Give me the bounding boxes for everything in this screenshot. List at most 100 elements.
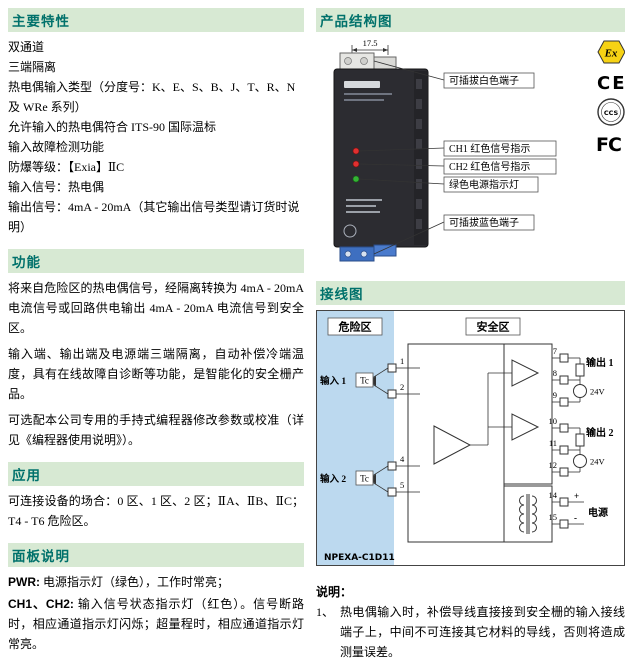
feature-item: 双通道	[8, 40, 45, 54]
tc-label-2: Tc	[360, 474, 369, 484]
terminal-15: 15	[549, 512, 558, 522]
output2-label: 输出 2	[586, 426, 614, 439]
device-body	[333, 68, 429, 248]
load-resistor-2	[575, 433, 585, 447]
v24-label-2: 24V	[590, 457, 606, 467]
input-stage-block	[407, 343, 505, 543]
model-number: NPEXA-C1D11	[324, 553, 395, 563]
supply-24v-1	[573, 384, 587, 398]
function-header: 功能	[8, 249, 304, 273]
ch-label: CH1、CH2:	[8, 597, 74, 611]
structure-header: 产品结构图	[316, 8, 625, 32]
certification-marks: Ex CE CCS FC	[596, 40, 626, 156]
feature-item: 输入信号：热电偶	[8, 180, 105, 194]
feature-item: 防爆等级：【Exia】ⅡC	[8, 160, 125, 174]
led-pwr	[352, 175, 360, 183]
v24-label-1: 24V	[590, 387, 606, 397]
ex-mark-label: Ex	[604, 48, 618, 60]
led-ch1	[352, 147, 360, 155]
ccs-mark-label: CCS	[604, 109, 619, 117]
device-brand-print	[344, 81, 380, 88]
terminal-12: 12	[549, 460, 558, 470]
feature-item: 三端隔离	[8, 60, 57, 74]
application-header: 应用	[8, 462, 304, 486]
callout-ch1-led: CH1 红色信号指示	[449, 142, 530, 155]
terminal-9: 9	[553, 390, 557, 400]
section-application: 应用 可连接设备的场合：0 区、1 区、2 区；ⅡA、ⅡB、ⅡC；T4 - T6…	[8, 462, 304, 531]
terminal-14: 14	[549, 490, 558, 500]
hazard-zone-area	[317, 311, 394, 565]
safe-zone-label: 安全区	[477, 320, 510, 334]
load-resistor-1	[575, 363, 585, 377]
internal-wires	[408, 367, 512, 493]
left-column: 主要特性 双通道 三端隔离 热电偶输入类型（分度号：K、E、S、B、J、T、R、…	[8, 8, 304, 658]
function-paragraph: 输入端、输出端及电源端三端隔离，自动补偿冷端温度，具有在线故障自诊断等功能，是智…	[8, 347, 304, 401]
pwr-label: PWR:	[8, 575, 40, 589]
input-terminals: 1 2 Tc 输入 1 4 5	[320, 356, 408, 497]
features-list: 双通道 三端隔离 热电偶输入类型（分度号：K、E、S、B、J、T、R、N 及 W…	[8, 37, 304, 237]
fcc-mark: FC	[596, 134, 621, 156]
section-features: 主要特性 双通道 三端隔离 热电偶输入类型（分度号：K、E、S、B、J、T、R、…	[8, 8, 304, 237]
notes-title: 说明：	[316, 585, 353, 599]
callout-white-terminal: 可插拔白色端子	[449, 74, 519, 87]
product-structure-figure: 17.5	[316, 37, 626, 269]
tc-label-1: Tc	[360, 376, 369, 386]
ccs-mark	[597, 98, 625, 126]
input1-label: 输入 1	[320, 375, 346, 387]
features-header: 主要特性	[8, 8, 304, 32]
section-function: 功能 将来自危险区的热电偶信号，经隔离转换为 4mA - 20mA 电流信号或回…	[8, 249, 304, 450]
terminal-8: 8	[553, 368, 557, 378]
diagram-border	[316, 310, 625, 566]
function-paragraph: 将来自危险区的热电偶信号，经隔离转换为 4mA - 20mA 电流信号或回路供电…	[8, 281, 304, 335]
section-panel: 面板说明 PWR: 电源指示灯（绿色），工作时常亮； CH1、CH2: 输入信号…	[8, 543, 304, 654]
power-label: 电源	[588, 506, 608, 519]
pwr-text: 电源指示灯（绿色），工作时常亮；	[43, 575, 230, 589]
power-minus-sign: -	[574, 513, 577, 523]
callout-pwr-led: 绿色电源指示灯	[449, 178, 519, 191]
feature-item: 热电偶输入类型（分度号：K、E、S、B、J、T、R、N 及 WRe 系列）	[8, 80, 296, 114]
dimension-value: 17.5	[363, 38, 378, 48]
callout-ch2-led: CH2 红色信号指示	[449, 160, 530, 173]
terminal-5: 5	[400, 480, 404, 490]
output1-label: 输出 1	[586, 356, 614, 369]
terminal-11: 11	[549, 438, 557, 448]
device-logo	[343, 224, 357, 238]
input2-label: 输入 2	[320, 473, 346, 485]
panel-header: 面板说明	[8, 543, 304, 567]
zone-labels: 危险区 安全区	[327, 317, 521, 336]
dimension-annotation: 17.5	[351, 38, 389, 55]
section-structure: 产品结构图 17.5	[316, 8, 626, 269]
output-terminals: 7 8 9 24V 输出 1	[549, 346, 614, 529]
led-ch2	[352, 160, 360, 168]
power-stage-block	[503, 485, 553, 543]
feature-item: 允许输入的热电偶符合 ITS-90 国际温标	[8, 120, 216, 134]
transformer-icon	[519, 494, 537, 534]
notes-section: 说明： 1、 热电偶输入时，补偿导线直接接到安全栅的输入接线端子上，中间不可连接…	[316, 582, 625, 658]
note-number: 1、	[316, 605, 335, 619]
feature-item: 输入故障检测功能	[8, 140, 105, 154]
feature-item: 输出信号：4mA - 20mA（其它输出信号类型请订货时说明）	[8, 200, 300, 234]
panel-ch-line: CH1、CH2: 输入信号状态指示灯（红色）。信号断路时，相应通道指示灯闪烁；超…	[8, 594, 304, 654]
terminal-7: 7	[553, 346, 557, 356]
note-item-1: 1、 热电偶输入时，补偿导线直接接到安全栅的输入接线端子上，中间不可连接其它材料…	[316, 602, 625, 658]
product-structure-drawing: 17.5	[333, 38, 626, 262]
callout-blue-terminal: 可插拔蓝色端子	[449, 216, 519, 229]
input-amplifier-icon	[433, 425, 472, 465]
ch-text: 输入信号状态指示灯（红色）。信号断路时，相应通道指示灯闪烁；超量程时，相应通道指…	[8, 597, 304, 651]
hazard-zone-label: 危险区	[338, 320, 372, 334]
wiring-figure: 危险区 安全区	[316, 310, 625, 570]
supply-24v-2	[573, 454, 587, 468]
application-paragraph: 可连接设备的场合：0 区、1 区、2 区；ⅡA、ⅡB、ⅡC；T4 - T6 危险…	[8, 494, 304, 528]
wiring-header: 接线图	[316, 281, 625, 305]
note-text: 热电偶输入时，补偿导线直接接到安全栅的输入接线端子上，中间不可连接其它材料的导线…	[340, 605, 625, 658]
device-illustration	[333, 52, 429, 262]
barrier-module	[407, 343, 553, 543]
terminal-2: 2	[400, 382, 404, 392]
ce-mark: CE	[597, 73, 625, 94]
output-stage-block	[503, 343, 553, 485]
panel-pwr-line: PWR: 电源指示灯（绿色），工作时常亮；	[8, 572, 304, 592]
device-side-face	[414, 71, 427, 245]
terminal-4: 4	[400, 454, 405, 464]
wiring-diagram: 危险区 安全区	[316, 310, 625, 566]
